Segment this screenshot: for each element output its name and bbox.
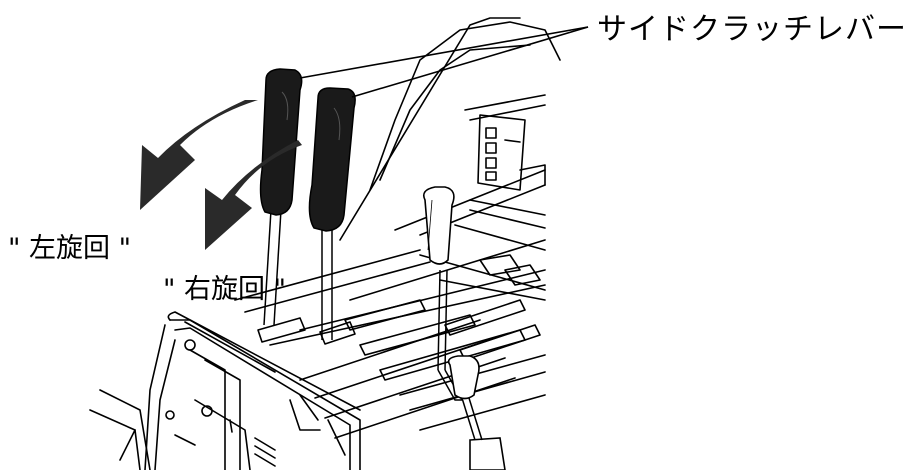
left-turn-label: " 左旋回 " xyxy=(8,233,132,264)
shift-lever xyxy=(422,186,464,401)
right-turn-label: " 右旋回 " xyxy=(163,274,287,305)
machine-body-outline xyxy=(89,17,561,470)
side-clutch-lever-label: サイドクラッチレバー xyxy=(597,12,906,47)
left-turn-arrow xyxy=(140,100,258,210)
callout-leader-lines xyxy=(299,26,589,98)
joystick-lever xyxy=(447,355,506,470)
side-clutch-lever-right xyxy=(308,87,356,340)
side-clutch-lever-left xyxy=(259,68,303,326)
right-turn-arrow xyxy=(205,140,302,250)
